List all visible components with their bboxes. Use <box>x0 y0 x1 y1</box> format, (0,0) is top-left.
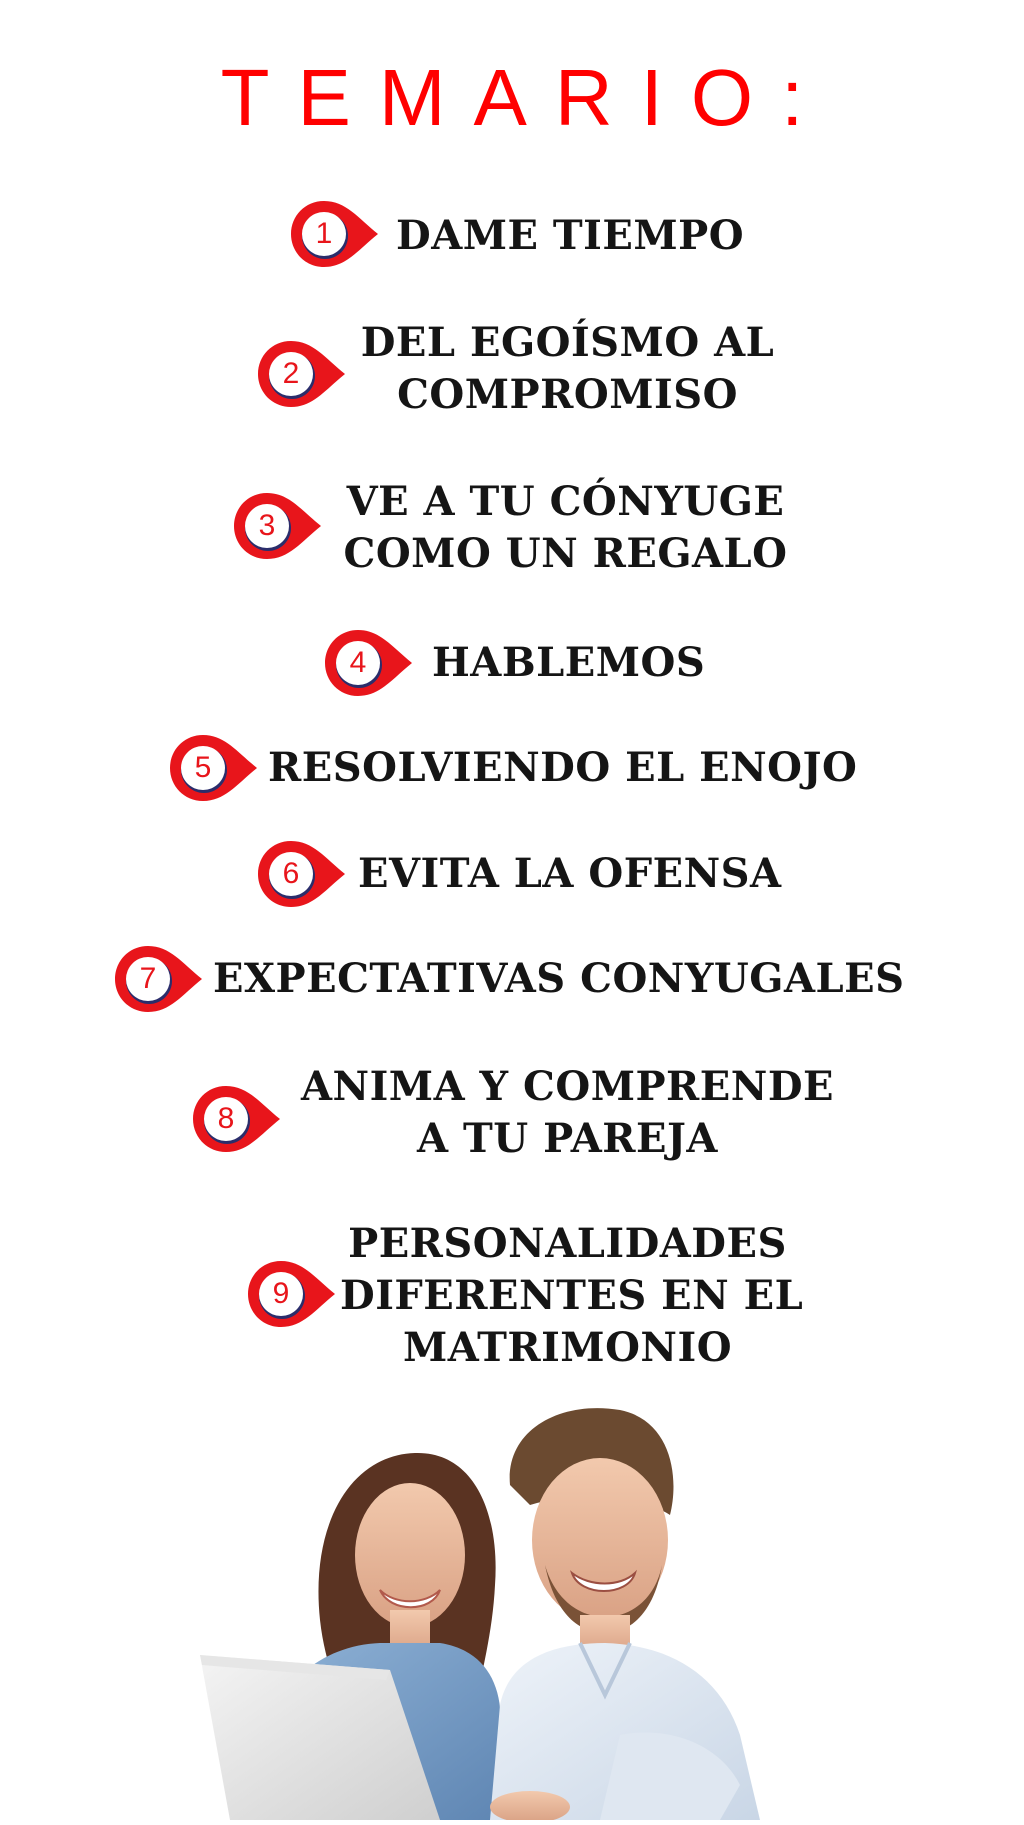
topic-list: 1 DAME TIEMPO 2 DEL EGOÍSMO AL COMPROMIS… <box>110 196 904 1374</box>
topic-label-line: DAME TIEMPO <box>396 212 745 259</box>
topic-label-line: COMO UN REGALO <box>343 530 788 577</box>
topic-label-line: RESOLVIENDO EL ENOJO <box>268 744 858 791</box>
number-marker-icon: 6 <box>253 836 349 912</box>
number-marker-icon: 7 <box>110 941 206 1017</box>
topic-label-line: EXPECTATIVAS CONYUGALES <box>213 955 905 1002</box>
topic-label-line: DEL EGOÍSMO AL <box>360 319 775 366</box>
topic-label: PERSONALIDADES DIFERENTES EN EL MATRIMON… <box>340 1218 804 1374</box>
topic-label-line: VE A TU CÓNYUGE <box>346 478 785 525</box>
topic-number: 6 <box>282 857 300 890</box>
topic-label-line: COMPROMISO <box>397 371 738 418</box>
number-marker-icon: 1 <box>286 196 382 272</box>
number-marker-icon: 5 <box>165 730 261 806</box>
topic-label-line: MATRIMONIO <box>402 1324 733 1371</box>
number-marker-icon: 9 <box>243 1256 339 1332</box>
topic-label: ANIMA Y COMPRENDE A TU PAREJA <box>295 1061 840 1165</box>
topic-number: 3 <box>258 509 276 542</box>
topic-number: 5 <box>194 751 212 784</box>
topic-label-line: HABLEMOS <box>432 639 706 686</box>
number-marker-icon: 2 <box>253 336 349 412</box>
topic-label-line: PERSONALIDADES <box>348 1220 787 1267</box>
topic-label-line: A TU PAREJA <box>417 1115 718 1162</box>
topic-label-line: ANIMA Y COMPRENDE <box>300 1063 835 1110</box>
topic-label: HABLEMOS <box>432 637 705 689</box>
topic-label: EVITA LA OFENSA <box>358 848 782 900</box>
number-marker-icon: 8 <box>188 1081 284 1157</box>
number-marker-icon: 4 <box>320 625 416 701</box>
topic-label: VE A TU CÓNYUGE COMO UN REGALO <box>333 476 798 580</box>
topic-label: DAME TIEMPO <box>396 210 744 262</box>
topic-number: 9 <box>272 1277 290 1310</box>
topic-label-line: EVITA LA OFENSA <box>358 850 782 897</box>
topic-number: 7 <box>139 962 157 995</box>
topic-label: RESOLVIENDO EL ENOJO <box>268 742 857 794</box>
topic-label: EXPECTATIVAS CONYUGALES <box>213 953 904 1005</box>
couple-with-laptop-photo <box>200 1405 820 1823</box>
topic-number: 1 <box>315 217 333 250</box>
topic-label: DEL EGOÍSMO AL COMPROMISO <box>360 317 775 421</box>
topic-number: 8 <box>217 1102 235 1135</box>
topic-label-line: DIFERENTES EN EL <box>340 1272 804 1319</box>
number-marker-icon: 3 <box>229 488 325 564</box>
topic-number: 2 <box>282 357 300 390</box>
page-title: TEMARIO: <box>220 53 832 142</box>
topic-number: 4 <box>349 646 367 679</box>
